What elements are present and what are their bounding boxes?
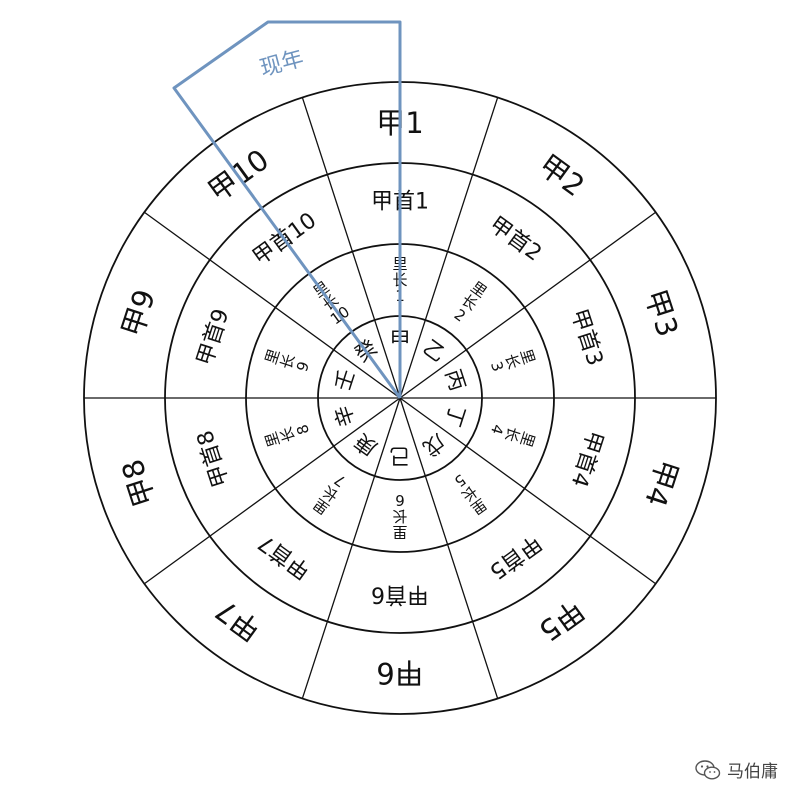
sector-divider bbox=[301, 397, 401, 699]
outer-ring-label: 甲8 bbox=[115, 455, 162, 511]
center-ring-label: 丁 bbox=[441, 402, 470, 429]
sector-divider bbox=[143, 211, 401, 399]
middle-ring-label: 甲首6 bbox=[371, 582, 429, 607]
center-ring-label: 庚 bbox=[350, 429, 381, 461]
middle-ring-label: 甲首8 bbox=[193, 427, 235, 490]
middle-ring-label: 甲首7 bbox=[254, 529, 316, 583]
inner-ring-label: 里长8 bbox=[262, 420, 314, 450]
current-year-label: 现年 bbox=[258, 46, 307, 82]
outer-ring-label: 甲7 bbox=[209, 593, 267, 648]
inner-ring-label: 里长7 bbox=[310, 469, 352, 518]
center-ring-label: 辛 bbox=[330, 402, 359, 429]
middle-ring-label: 甲首3 bbox=[566, 306, 608, 369]
center-ring-label: 乙 bbox=[419, 335, 450, 367]
sector-divider bbox=[399, 97, 499, 399]
outer-ring-label: 甲9 bbox=[115, 285, 162, 341]
sector-divider bbox=[399, 397, 657, 585]
center-ring-label: 丙 bbox=[441, 366, 470, 393]
watermark-text: 马伯庸 bbox=[727, 762, 778, 782]
middle-ring-label: 甲首5 bbox=[484, 529, 546, 583]
inner-ring-label: 里长2 bbox=[449, 278, 491, 327]
inner-ring-label: 里长9 bbox=[262, 347, 314, 377]
inner-ring-label: 里长4 bbox=[486, 420, 538, 450]
sector-divider bbox=[399, 211, 657, 399]
middle-ring-label: 甲首2 bbox=[484, 212, 546, 266]
middle-ring-label: 甲首9 bbox=[193, 306, 235, 369]
outer-ring-label: 甲4 bbox=[638, 455, 685, 511]
sector-divider bbox=[301, 97, 401, 399]
inner-ring-label: 里长6 bbox=[392, 491, 407, 541]
center-ring-label: 壬 bbox=[330, 366, 359, 393]
center-ring-label: 戊 bbox=[419, 429, 450, 461]
watermark: 马伯庸 bbox=[695, 757, 778, 782]
sector-divider bbox=[143, 397, 401, 585]
outer-ring-label: 甲6 bbox=[376, 656, 423, 690]
outer-ring-label: 甲3 bbox=[638, 285, 685, 341]
sector-divider bbox=[399, 397, 499, 699]
inner-ring-label: 里长3 bbox=[486, 347, 538, 377]
center-ring-label: 己 bbox=[390, 444, 411, 468]
current-year-pointer bbox=[172, 20, 402, 399]
middle-ring-label: 甲首4 bbox=[566, 427, 608, 490]
inner-ring-label: 里长5 bbox=[449, 469, 491, 518]
outer-ring-label: 甲5 bbox=[532, 593, 590, 648]
outer-ring-label: 甲2 bbox=[532, 148, 590, 203]
wechat-icon bbox=[695, 759, 721, 780]
